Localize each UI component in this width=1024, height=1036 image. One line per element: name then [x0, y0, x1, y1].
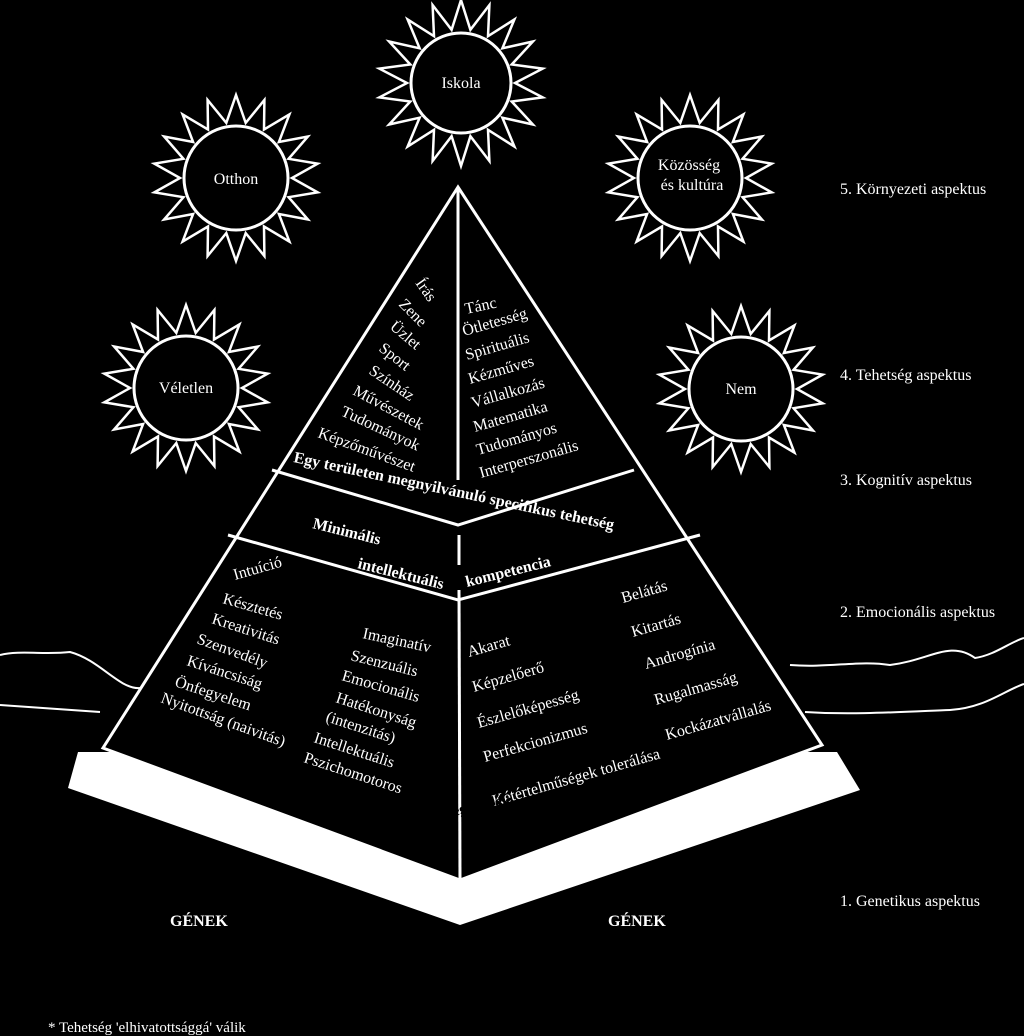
- ground-line-right-lower: [804, 683, 1024, 715]
- sun-iskola-rays: [375, 0, 547, 171]
- aspect-label-1: 1. Genetikus aspektus: [840, 893, 980, 910]
- pyramid-outline: [100, 184, 825, 882]
- center-divider-bottom: [457, 589, 462, 881]
- genes-label-left: GÉNEK: [170, 911, 228, 930]
- talent-right-item: Tánc: [463, 295, 498, 318]
- aspect-label-4: 4. Tehetség aspektus: [840, 367, 971, 384]
- ground-line-right: [789, 637, 1024, 667]
- pyramid-dividers: [227, 187, 701, 881]
- sun-otthon-rays: [150, 91, 322, 265]
- aspect-label-2: 2. Emocionális aspektus: [840, 604, 995, 621]
- sun-label-nem: Nem: [725, 381, 757, 398]
- ground-line-left-lower: [0, 704, 101, 713]
- pyramid-body: [100, 184, 825, 882]
- band-line-lower: [227, 533, 701, 602]
- sun-nem-disc: [687, 335, 795, 443]
- genes-label-right: GÉNEK: [608, 911, 666, 930]
- aspect-label-3: 3. Kognitív aspektus: [840, 472, 972, 489]
- ground-line-left: [0, 650, 141, 690]
- environment-suns: [100, 0, 827, 476]
- sun-otthon-disc: [182, 124, 290, 232]
- sun-kozosseg-rays: [604, 91, 776, 265]
- sun-label-veletlen: Véletlen: [159, 380, 213, 397]
- sun-nem-rays: [655, 302, 827, 476]
- sun-label-kozosseg-1: Közösség: [658, 157, 720, 174]
- ground-lines: [0, 637, 1024, 715]
- sun-label-otthon: Otthon: [214, 171, 258, 188]
- sun-veletlen-disc: [132, 334, 240, 442]
- band-line-upper: [271, 468, 635, 527]
- aspect-label-5: 5. Környezeti aspektus: [840, 181, 986, 198]
- sun-label-iskola: Iskola: [441, 75, 480, 92]
- sun-label-kozosseg-2: és kultúra: [661, 177, 724, 194]
- footnote: * Tehetség 'elhivatottsággá' válik: [48, 1020, 246, 1036]
- sun-kozosseg-disc: [636, 124, 744, 232]
- sun-iskola-disc: [409, 31, 513, 135]
- sun-veletlen-rays: [100, 301, 272, 475]
